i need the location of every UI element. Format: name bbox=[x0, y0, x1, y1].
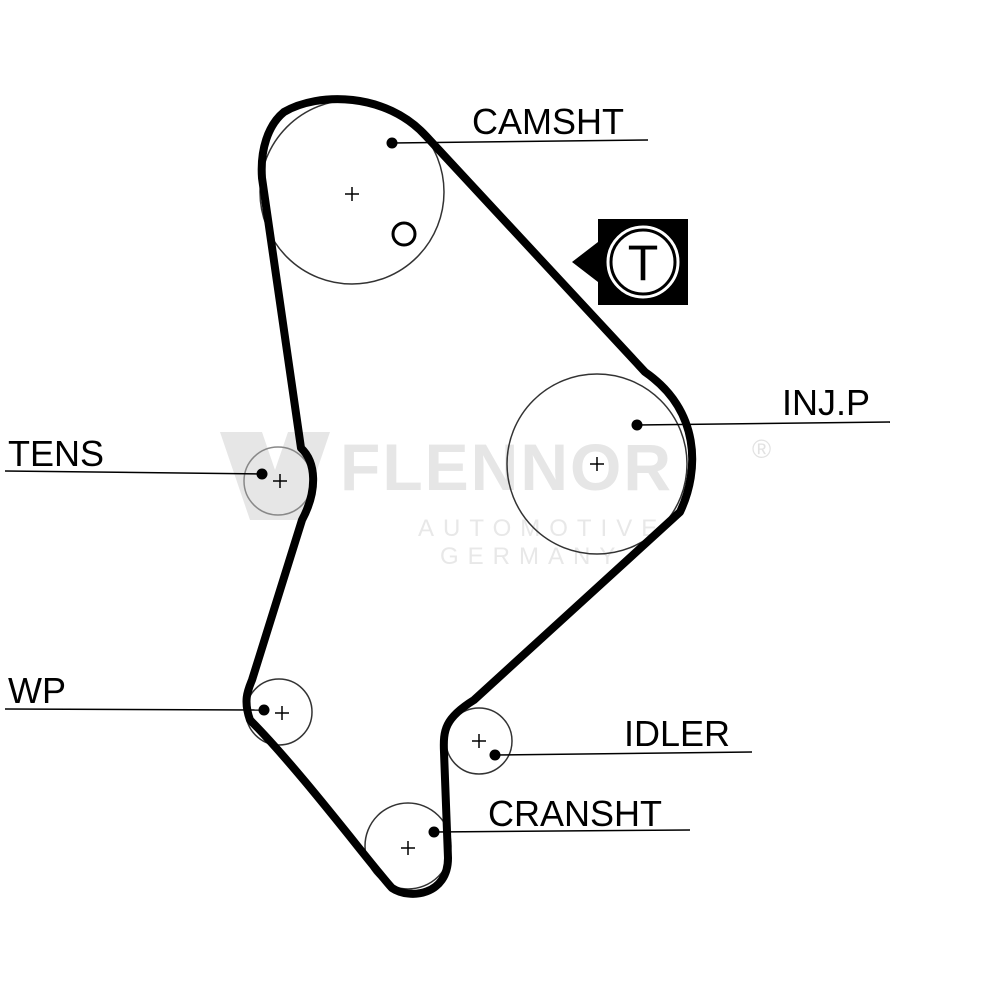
idler-label: IDLER bbox=[624, 713, 730, 754]
crankshaft-leader-line bbox=[433, 829, 691, 833]
camshaft-center-mark bbox=[345, 187, 359, 201]
water-pump-leader-line bbox=[4, 708, 265, 711]
crankshaft-center-mark bbox=[401, 841, 415, 855]
water-pump-label: WP bbox=[8, 670, 66, 711]
camshaft-leader-line bbox=[391, 139, 649, 144]
water-pump-pulley bbox=[245, 678, 313, 746]
tensioner-leader-line bbox=[4, 470, 263, 475]
injection-pump-label: INJ.P bbox=[782, 382, 870, 423]
camshaft-timing-mark bbox=[391, 221, 417, 247]
tension-marker-ring bbox=[609, 228, 677, 296]
tensioner-label: TENS bbox=[8, 433, 104, 474]
idler-center-mark bbox=[472, 734, 486, 748]
watermark-brand: FLENNOR bbox=[340, 430, 673, 504]
tension-marker-letter: T bbox=[628, 235, 659, 291]
injection-pump-center-mark bbox=[590, 457, 604, 471]
water-pump-center-mark bbox=[275, 706, 289, 720]
camshaft-label: CAMSHT bbox=[472, 101, 624, 142]
injection-pump-pulley bbox=[506, 373, 688, 555]
watermark-line1: AUTOMOTIVE bbox=[418, 515, 666, 542]
tensioner-center-mark bbox=[273, 474, 287, 488]
injection-pump-leader-line bbox=[636, 421, 891, 426]
timing-belt bbox=[242, 95, 697, 898]
tension-marker: T bbox=[572, 219, 688, 305]
crankshaft-label: CRANSHT bbox=[488, 793, 662, 834]
idler-leader-line bbox=[494, 751, 753, 756]
flennor-watermark: FLENNOR ® AUTOMOTIVE GERMANY bbox=[220, 430, 771, 570]
watermark-line2: GERMANY bbox=[440, 543, 624, 570]
watermark-registered: ® bbox=[752, 434, 771, 464]
